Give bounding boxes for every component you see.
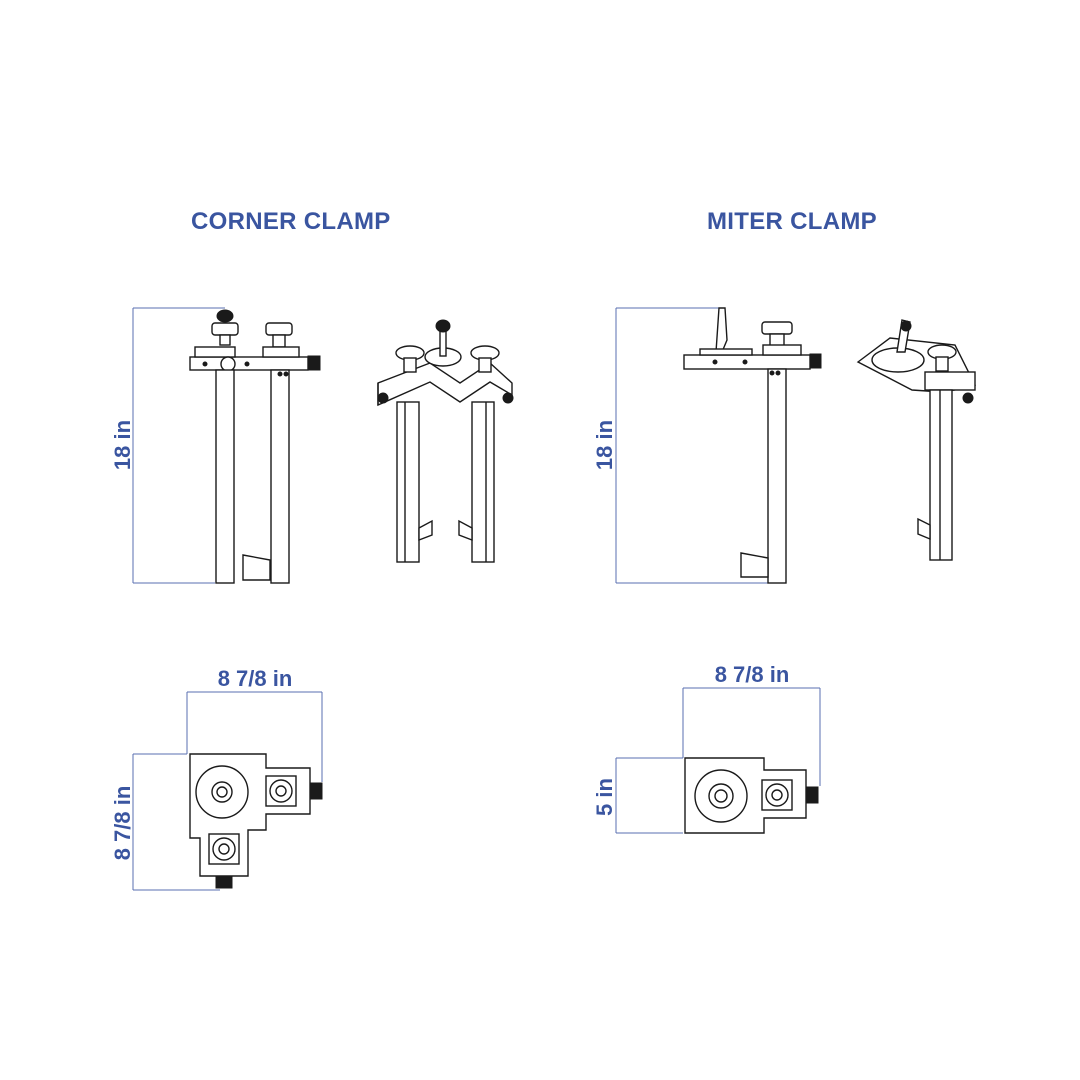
miter-depth-label: 5 in xyxy=(592,778,617,816)
miter-width-label: 8 7/8 in xyxy=(715,662,790,687)
miter-clamp-top-view xyxy=(615,687,821,834)
corner-clamp-perspective-view xyxy=(377,319,514,563)
corner-clamp-title: CORNER CLAMP xyxy=(191,208,391,235)
miter-clamp-perspective-view xyxy=(856,319,977,561)
corner-depth-label: 8 7/8 in xyxy=(110,786,135,861)
miter-clamp-title: MITER CLAMP xyxy=(707,208,877,235)
corner-clamp-side-view xyxy=(132,307,321,584)
corner-height-label: 18 in xyxy=(110,420,135,470)
miter-clamp-side-view xyxy=(615,307,822,584)
corner-clamp-top-view xyxy=(132,691,323,891)
corner-width-label: 8 7/8 in xyxy=(218,666,293,691)
miter-height-label: 18 in xyxy=(592,420,617,470)
